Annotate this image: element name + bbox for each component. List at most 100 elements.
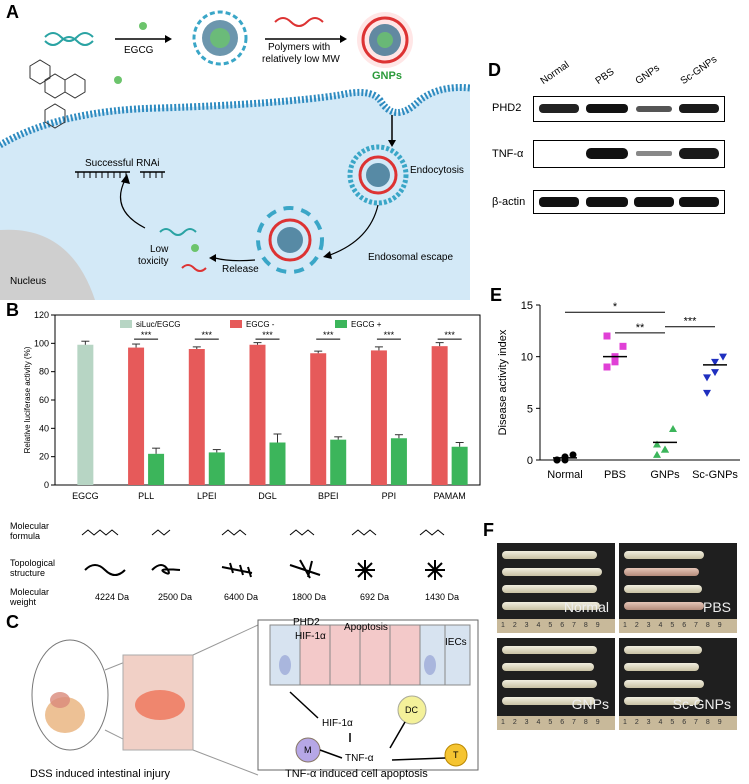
data-point — [603, 363, 611, 371]
data-point — [653, 440, 661, 448]
lane-gnps: GNPs — [633, 62, 662, 87]
data-point — [569, 451, 577, 459]
panel-a-illustration — [0, 10, 470, 300]
significance-label: *** — [384, 330, 395, 340]
row-label-tnf: TNF-α — [492, 148, 524, 160]
photo-label-pbs: PBS — [702, 599, 731, 615]
y-axis-label: Relative luciferase activity (%) — [23, 346, 32, 453]
mw-pll: 4224 Da — [95, 592, 130, 602]
legend-label: siLuc/EGCG — [136, 320, 180, 329]
caption-dss: DSS induced intestinal injury — [30, 768, 171, 780]
bar — [390, 438, 407, 485]
bar — [451, 446, 468, 485]
sirna-icon — [44, 32, 94, 42]
significance-label: *** — [262, 330, 273, 340]
y-axis-label: Disease activity index — [497, 329, 509, 435]
x-tick-label: LPEI — [197, 491, 217, 501]
t-cell-icon — [444, 743, 468, 767]
data-point — [711, 358, 719, 366]
y-tick-label: 100 — [34, 338, 49, 348]
blot-actin — [533, 190, 725, 214]
colon-photo-sc-gnps: Sc-GNPs 1 2 3 4 5 6 7 8 9 10 11 — [619, 638, 737, 730]
legend-label: EGCG + — [351, 320, 382, 329]
label-successful-rnai: Successful RNAi — [85, 158, 160, 169]
formula-pamam-icon — [419, 529, 445, 536]
nucleus-shape — [0, 229, 95, 300]
bar — [431, 346, 448, 485]
y-tick-label: 60 — [39, 395, 49, 405]
plot-frame — [54, 314, 481, 486]
label-gnps: GNPs — [372, 70, 402, 82]
panel-c-illustration — [31, 619, 479, 776]
c-label-apoptosis: Apoptosis — [344, 622, 388, 633]
bar — [128, 347, 145, 485]
mw-dgl: 6400 Da — [224, 592, 259, 602]
x-tick-label: Sc-GNPs — [692, 469, 738, 481]
row-label-actin: β-actin — [492, 196, 526, 208]
mw-lpei: 2500 Da — [158, 592, 193, 602]
topo-ppi-icon — [355, 560, 375, 580]
colon-photo-pbs: PBS 1 2 3 4 5 6 7 8 9 10 11 — [619, 543, 737, 633]
y-tick-label: 120 — [34, 310, 49, 320]
label-egcg-arrow: EGCG — [124, 45, 154, 56]
mouse-icon — [31, 639, 109, 751]
x-tick-label: PBS — [604, 469, 626, 481]
c-label-dc: DC — [405, 705, 418, 715]
data-point — [703, 389, 711, 397]
panel-letter-c: C — [6, 612, 19, 632]
data-point — [619, 342, 627, 350]
row-label-phd2: PHD2 — [492, 102, 522, 114]
formula-pll-icon — [81, 529, 119, 536]
lane-sc-gnps: Sc-GNPs — [678, 54, 720, 87]
legend-swatch — [335, 320, 347, 328]
panel-letter-b: B — [6, 300, 19, 320]
c-label-hif1: HIF-1α — [295, 631, 326, 642]
x-tick-label: GNPs — [650, 469, 680, 481]
significance-label: *** — [444, 330, 455, 340]
bar — [330, 439, 347, 485]
c-label-m: M — [304, 745, 312, 755]
significance-label: ** — [636, 322, 645, 334]
bar — [148, 453, 165, 485]
data-point — [611, 358, 619, 366]
significance-label: *** — [202, 330, 213, 340]
bar — [370, 350, 387, 485]
significance-label: *** — [141, 330, 152, 340]
label-toxicity: toxicity — [138, 256, 169, 267]
significance-label: *** — [684, 316, 698, 328]
polymer-icon — [274, 17, 324, 27]
x-tick-label: DGL — [258, 491, 277, 501]
lane-pbs: PBS — [593, 66, 617, 87]
c-label-t: T — [453, 750, 459, 760]
legend-swatch — [230, 320, 242, 328]
released-egcg-icon — [191, 244, 199, 252]
panel-letter-f: F — [483, 520, 494, 540]
x-tick-label: PPI — [382, 491, 397, 501]
blot-tnf — [533, 140, 725, 168]
caption-tnf: TNF-α induced cell apoptosis — [285, 768, 428, 780]
y-tick-label: 80 — [39, 367, 49, 377]
formula-dgl-icon — [221, 529, 247, 536]
blot-lane-labels: Normal PBS GNPs Sc-GNPs — [539, 54, 735, 96]
significance-label: * — [613, 301, 618, 313]
label-endosomal-escape: Endosomal escape — [368, 252, 454, 263]
label-release: Release — [222, 264, 259, 275]
formula-bpei-icon — [289, 529, 315, 536]
data-point — [703, 374, 711, 382]
sirna-egcg-complex-icon — [192, 10, 248, 66]
label-endocytosis: Endocytosis — [410, 165, 464, 176]
data-point — [653, 450, 661, 458]
data-point — [711, 369, 719, 377]
y-tick-label: 20 — [39, 452, 49, 462]
x-tick-label: EGCG — [72, 491, 99, 501]
row-label-formula: Molecular formula — [10, 521, 50, 541]
label-low: Low — [150, 244, 169, 255]
row-label-topo: Topological structure — [10, 558, 56, 578]
photo-label-sc-gnps: Sc-GNPs — [672, 696, 731, 712]
data-point — [603, 332, 611, 340]
y-tick-label: 10 — [521, 352, 533, 364]
endosome-icon — [347, 144, 409, 206]
c-label-iecs: IECs — [445, 637, 467, 648]
